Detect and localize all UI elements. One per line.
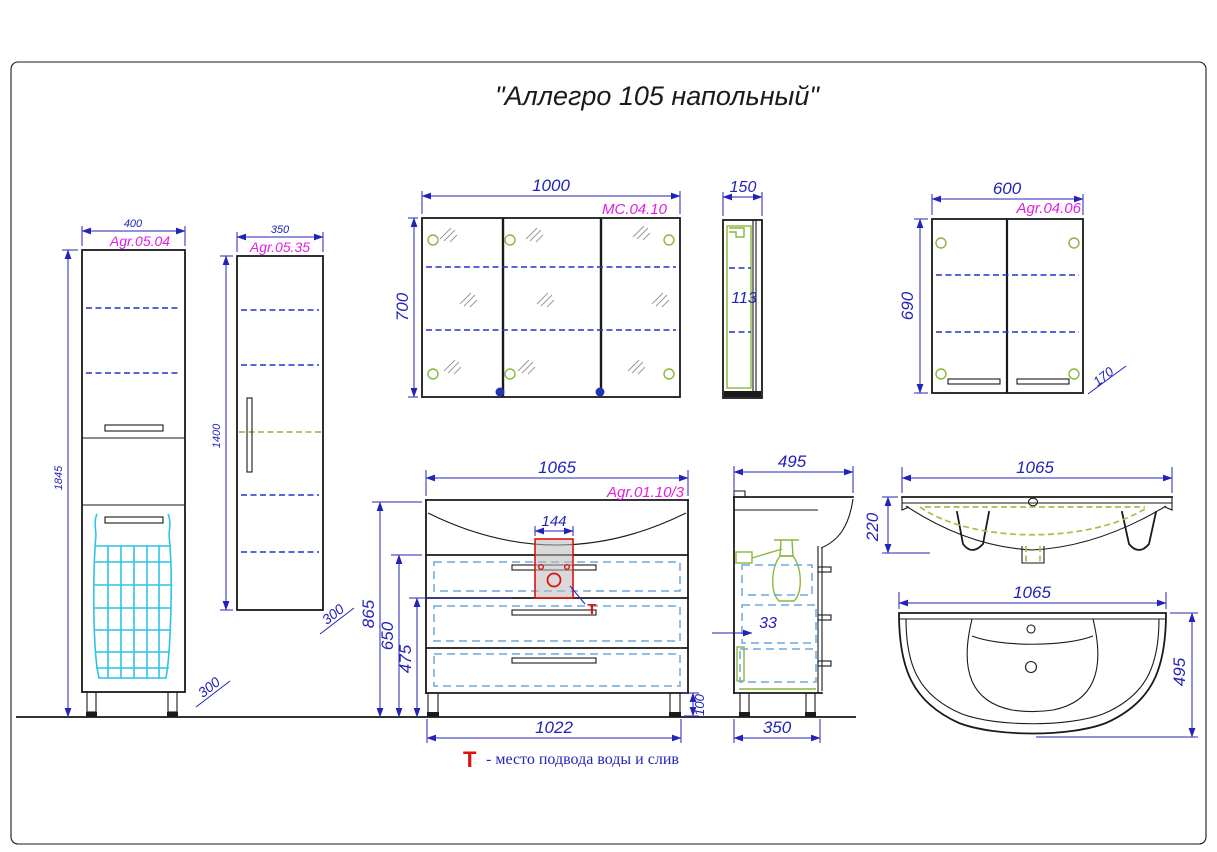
- side-basin-curve: [820, 498, 854, 549]
- dim-wall-width: 600: [993, 179, 1022, 198]
- dim-tall-width: 400: [124, 218, 143, 230]
- vanity-side-view: 495 33 350: [712, 452, 854, 743]
- mirror-cabinet-front-view: 1000 MC.04.10 700: [393, 176, 681, 398]
- drawer-handle: [817, 660, 832, 667]
- dim-sink-width: 1065: [1016, 458, 1054, 477]
- dim-mirror-side-depth: 150: [730, 179, 757, 196]
- dim-mirror-inner-depth: 113: [731, 290, 757, 307]
- dim-wall-depth: 170: [1090, 363, 1117, 389]
- laundry-basket: [92, 513, 173, 679]
- t-marker: Т: [587, 601, 596, 618]
- vanity-front-view: Т 144 1065 Agr.01.10/3 865 650 475 1022 …: [359, 458, 707, 743]
- column-cabinet-front-view: 350 Agr.05.35 1400 300: [211, 224, 355, 635]
- dim-sink-depth: 495: [1170, 657, 1189, 686]
- mirror-hatch-marks: [439, 225, 670, 375]
- dim-vanity-side-depth: 495: [778, 452, 807, 471]
- inner-rim: [905, 618, 1160, 725]
- drawer-handle: [817, 614, 832, 621]
- door-pivot-dot: [595, 387, 605, 397]
- dim-vanity-lower-height: 475: [396, 644, 415, 673]
- drawing-title: "Аллегро 105 напольный": [495, 81, 820, 111]
- dim-vanity-width: 1065: [538, 458, 576, 477]
- mirror-cabinet-side-view: 150 113: [722, 179, 763, 399]
- drain-box: [1021, 546, 1045, 564]
- dim-column-height: 1400: [211, 423, 223, 448]
- dim-vanity-drawer-height: 650: [378, 621, 397, 650]
- mirror-hinges: [427, 234, 675, 380]
- dim-wall-height: 690: [898, 291, 917, 320]
- legend-symbol: Т: [463, 747, 477, 772]
- dim-vanity-base-depth: 350: [763, 718, 792, 737]
- dim-tall-depth: 300: [195, 673, 223, 700]
- water-supply-cutout: Т: [534, 538, 597, 618]
- left-bracket: [955, 510, 991, 551]
- dim-vanity-leg-height: 100: [692, 693, 707, 715]
- basin-outline: [966, 618, 1099, 713]
- dim-mirror-width: 1000: [532, 176, 570, 195]
- sink-front-view: 1065 220: [863, 458, 1173, 564]
- drain-hole: [1024, 660, 1038, 674]
- dim-vanity-wall-gap: 33: [759, 615, 777, 632]
- legend: Т - место подвода воды и слив: [463, 747, 679, 772]
- sheet-border: [10, 61, 1207, 845]
- label-tall-code: Agr.05.04: [109, 233, 170, 249]
- sink-plan-view: 1065 495: [898, 583, 1198, 738]
- tall-cabinet-front-view: 400 Agr.05.04 1845 300: [53, 218, 231, 718]
- basin-back-curve: [971, 635, 1094, 645]
- dim-vanity-total-height: 865: [359, 599, 378, 628]
- bowl-hidden-line: [919, 506, 1149, 536]
- legend-text: - место подвода воды и слив: [486, 751, 679, 768]
- dim-vanity-cutout: 144: [541, 513, 566, 530]
- label-column-code: Agr.05.35: [249, 239, 310, 255]
- dim-column-width: 350: [271, 224, 290, 236]
- wall-cabinet-front-view: 600 Agr.04.06 690 170: [898, 179, 1127, 395]
- right-bracket: [1120, 510, 1158, 551]
- drawer-handle: [511, 609, 597, 616]
- drawer-handle: [817, 566, 832, 573]
- drawer-handle: [511, 657, 597, 664]
- label-wall-code: Agr.04.06: [1016, 200, 1082, 217]
- faucet-hole: [1026, 624, 1036, 634]
- dim-tall-height: 1845: [53, 465, 65, 490]
- label-mirror-code: MC.04.10: [602, 201, 668, 218]
- dim-vanity-base-width: 1022: [535, 718, 573, 737]
- dim-mirror-height: 700: [393, 292, 412, 321]
- dim-sink-profile-height: 220: [863, 512, 882, 542]
- sink-underside: [905, 505, 1167, 551]
- sink-outline: [898, 612, 1167, 735]
- door-pivot-dot: [495, 387, 505, 397]
- faucet-hole: [1027, 497, 1039, 507]
- dim-sink-plan-width: 1065: [1013, 583, 1051, 602]
- label-vanity-code: Agr.01.10/3: [606, 484, 685, 501]
